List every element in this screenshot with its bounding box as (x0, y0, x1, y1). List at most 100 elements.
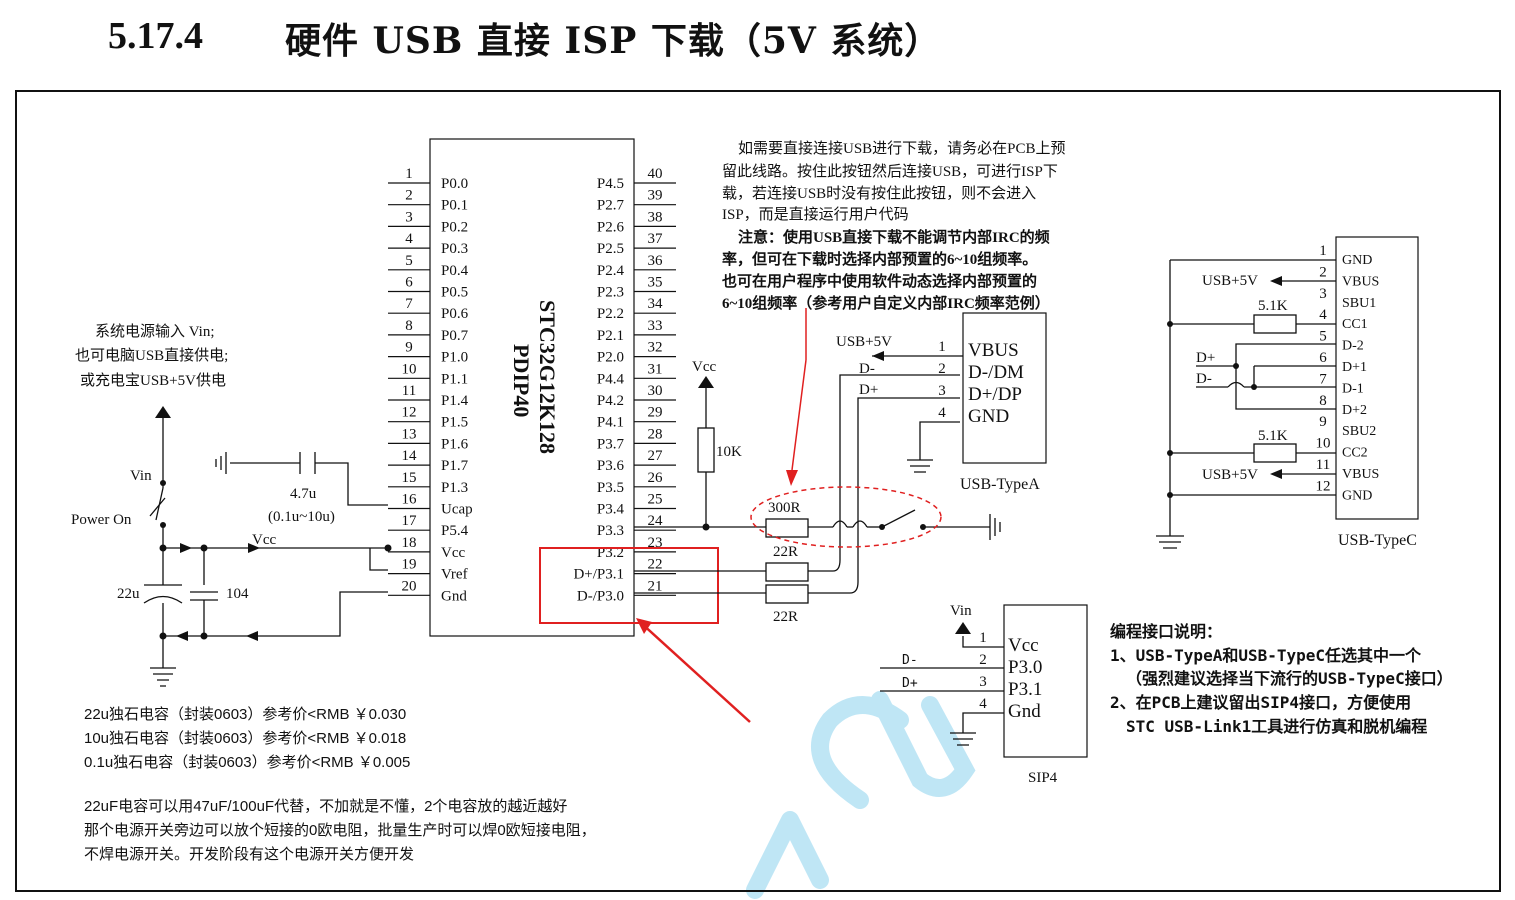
chip-pin-number: 37 (648, 231, 664, 247)
chip-pin-number: 40 (648, 166, 663, 182)
usb-c-res-bottom-label: 5.1K (1258, 428, 1288, 444)
prog-note-line-4: STC USB-Link1工具进行仿真和脱机编程 (1126, 717, 1427, 736)
power-note-line-2: 也可电脑USB直接供电; (75, 347, 228, 364)
chip-pin-number: 14 (402, 448, 418, 464)
sip4-pin-number: 3 (979, 674, 987, 690)
usb-typec: USB+5V USB+5V 5.1K 5.1K D+ D- 1GND2VBUS3… (1156, 236, 1419, 549)
pullup-circuit (634, 308, 1001, 604)
blue-note-line-1: 注意：使用USB直接下载不能调节内部IRC的频 (738, 228, 1050, 246)
blue-note-line-3: 也可在用户程序中使用软件动态选择内部预置的 (722, 272, 1037, 290)
res-22r-b-label: 22R (773, 609, 798, 625)
chip-pin-label: P0.2 (441, 219, 468, 235)
red-note-line-1: 如需要直接连接USB进行下载，请务必在PCB上预 (738, 140, 1066, 157)
usb-c-pin-number: 1 (1319, 243, 1327, 259)
usb-c-dminus-label: D- (1196, 371, 1212, 387)
usb-a-name: USB-TypeA (960, 476, 1040, 493)
frame (15, 90, 1501, 892)
usb-c-pin-number: 7 (1319, 371, 1327, 387)
chip-pin-label: Ucap (441, 502, 473, 518)
chip-pin-label: P2.0 (597, 350, 624, 366)
usb-c-pin-label: VBUS (1342, 467, 1379, 482)
chip-pin-label: P0.7 (441, 328, 469, 344)
chip-pin-label: P3.6 (597, 458, 625, 474)
usb-c-pin-number: 9 (1319, 414, 1327, 430)
usb-a-pin-number: 2 (938, 361, 946, 377)
highlight-arrow (639, 621, 751, 723)
usb-c-5v-top-label: USB+5V (1202, 273, 1258, 289)
sip4-pin-label: Vcc (1008, 635, 1039, 656)
red-note-line-2: 留此线路。按住此按钮然后连接USB，可进行ISP下 (722, 163, 1058, 180)
power-note: 系统电源输入 Vin; 也可电脑USB直接供电; 或充电宝USB+5V供电 (75, 323, 228, 389)
chip-pin-number: 34 (648, 296, 664, 312)
usb-c-pin-number: 11 (1316, 457, 1330, 473)
power-note-line-1: 系统电源输入 Vin; (95, 323, 215, 340)
chip-pin-number: 17 (402, 513, 418, 529)
usb-c-name: USB-TypeC (1338, 532, 1417, 549)
pullup-res-label: 10K (716, 444, 742, 460)
bottom-note-line-3: 不焊电源开关。开发阶段有这个电源开关方便开发 (84, 846, 414, 863)
usb-a-pin-number: 3 (938, 383, 946, 399)
usb-c-res-top-label: 5.1K (1258, 298, 1288, 314)
usb-a-5v-label: USB+5V (836, 334, 892, 350)
sip4-pin-number: 1 (979, 630, 987, 646)
chip-pin-label: P0.5 (441, 285, 468, 301)
usb-a-dplus-label: D+ (859, 382, 878, 398)
prog-note-line-2: （强烈建议选择当下流行的USB-TypeC接口） (1126, 669, 1453, 688)
vcc-label: Vcc (252, 532, 276, 548)
sip4-name: SIP4 (1028, 770, 1058, 786)
pullup-labels: Vcc 10K 300R 22R 22R (692, 359, 801, 625)
chip-pin-number: 21 (648, 578, 663, 594)
usb-c-pin-label: GND (1342, 253, 1372, 268)
chip-pin-number: 9 (405, 340, 413, 356)
chip: STC32G12K128 PDIP40 1P0.02P0.13P0.24P0.3… (388, 138, 676, 637)
usb-c-pin-number: 10 (1316, 436, 1331, 452)
usb-a-pin-label: D+/DP (968, 384, 1022, 405)
sip4-pin-label: P3.0 (1008, 657, 1042, 678)
chip-pin-number: 11 (402, 383, 416, 399)
chip-body (429, 138, 635, 637)
price-line-2: 10u独石电容（封装0603）参考价<RMB ￥0.018 (84, 730, 406, 747)
pullup-markers (698, 351, 926, 531)
bottom-note: 22uF电容可以用47uF/100uF代替，不加就是不懂，2个电容放的越近越好 … (84, 798, 596, 863)
section-heading: 5.17.4 硬件 USB 直接 ISP 下载（5V 系统） (0, 0, 1515, 80)
usb-a-pin-label: GND (968, 406, 1009, 427)
chip-pin-number: 10 (402, 361, 417, 377)
chip-package: PDIP40 (509, 344, 534, 417)
chip-pin-number: 29 (648, 405, 663, 421)
usb-c-pin-label: CC2 (1342, 446, 1368, 461)
blue-note: 注意：使用USB直接下载不能调节内部IRC的频 率，但可在下载时选择内部预置的6… (722, 228, 1050, 312)
chip-pin-number: 12 (402, 405, 417, 421)
chip-pin-label: D+/P3.1 (573, 567, 624, 583)
pullup-vcc-label: Vcc (692, 359, 716, 375)
usb-c-pin-label: D-1 (1342, 381, 1364, 396)
cap-ucap-label: 4.7u (290, 486, 317, 502)
red-note: 如需要直接连接USB进行下载，请务必在PCB上预 留此线路。按住此按钮然后连接U… (722, 140, 1066, 223)
chip-pin-number: 7 (405, 296, 413, 312)
chip-pin-label: P4.4 (597, 371, 625, 387)
usb-c-pin-number: 5 (1319, 329, 1327, 345)
chip-pin-number: 18 (402, 535, 417, 551)
chip-pin-number: 3 (405, 209, 413, 225)
usb-c-pin-number: 2 (1319, 264, 1327, 280)
chip-pin-label: P1.5 (441, 415, 468, 431)
chip-pin-label: P1.7 (441, 458, 469, 474)
prog-note-line-3: 2、在PCB上建议留出SIP4接口，方便使用 (1110, 693, 1411, 712)
usb-c-pin-number: 6 (1319, 350, 1327, 366)
chip-pin-number: 28 (648, 426, 663, 442)
chip-pin-label: D-/P3.0 (577, 588, 624, 604)
chip-pin-label: P2.3 (597, 285, 624, 301)
usb-c-pin-label: SBU2 (1342, 424, 1376, 439)
price-line-3: 0.1u独石电容（封装0603）参考价<RMB ￥0.005 (84, 754, 410, 771)
usb-a-pin-label: D-/DM (968, 362, 1024, 383)
chip-pin-label: P4.1 (597, 415, 624, 431)
power-labels: Vin Power On Vcc 22u 104 4.7u (0.1u~10u) (71, 468, 335, 602)
section-number: 5.17.4 (108, 15, 203, 57)
usb-c-pin-label: SBU1 (1342, 296, 1376, 311)
chip-pin-label: P1.0 (441, 350, 468, 366)
highlight-arrowhead (636, 618, 652, 634)
chip-pin-label: P0.0 (441, 176, 468, 192)
chip-pin-number: 2 (405, 188, 413, 204)
sip4-dplus-label: D+ (902, 676, 918, 691)
